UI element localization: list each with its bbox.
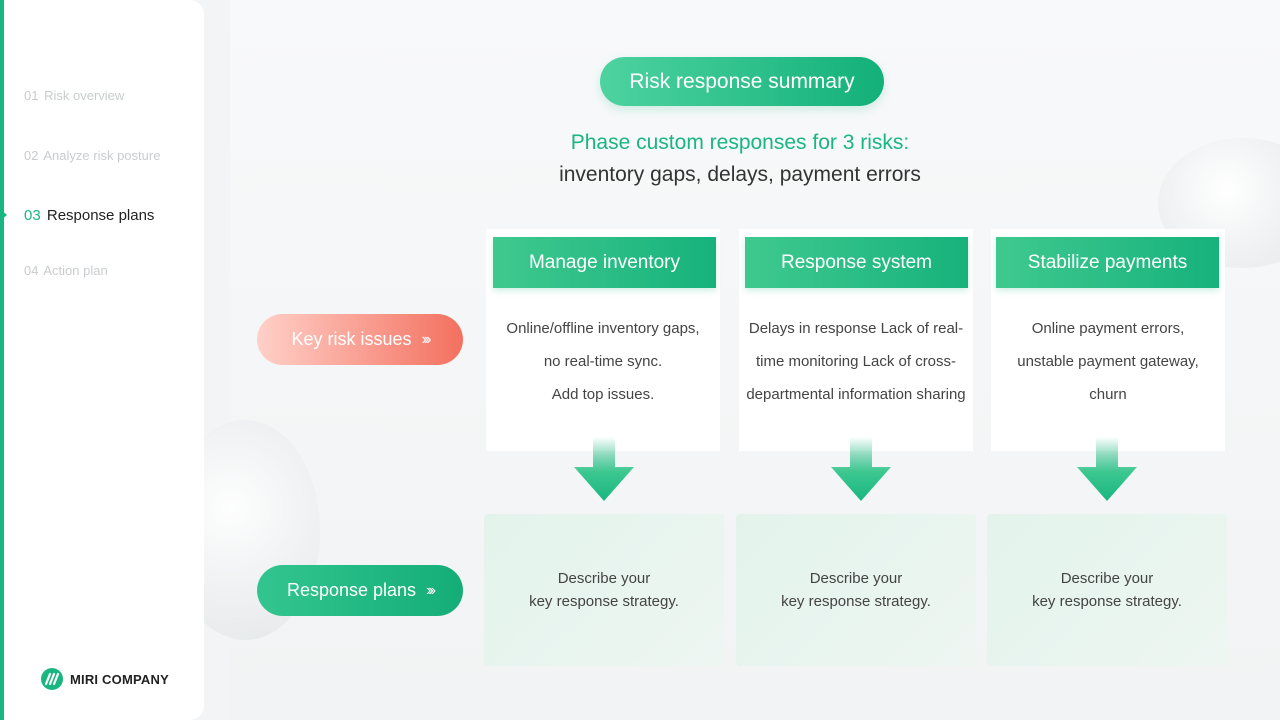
accent-bar xyxy=(0,0,4,720)
sidebar-item-risk-overview[interactable]: 01 Risk overview xyxy=(24,88,124,103)
pointer-triangle-icon xyxy=(0,209,7,221)
nav-number: 01 xyxy=(24,88,39,103)
plan-box-manage-inventory[interactable]: Describe your key response strategy. xyxy=(484,514,724,666)
nav-number: 02 xyxy=(24,148,39,163)
page-title-text: Risk response summary xyxy=(629,69,855,93)
column-header-manage-inventory: Manage inventory xyxy=(493,237,716,288)
down-arrow-icon xyxy=(831,437,891,501)
nav-label: Action plan xyxy=(43,263,108,278)
down-arrow-icon xyxy=(574,437,634,501)
plan-line: key response strategy. xyxy=(529,593,679,610)
column-title: Response system xyxy=(780,251,932,273)
nav-label: Risk overview xyxy=(44,88,125,103)
down-arrow-icon xyxy=(1077,437,1137,501)
plan-row-text: Response plans xyxy=(286,580,417,600)
response-plans-label: Response plans ››› xyxy=(257,565,463,616)
plan-box-response-system[interactable]: Describe your key response strategy. xyxy=(736,514,976,666)
nav-number: 04 xyxy=(24,263,39,278)
company-name: MIRI COMPANY xyxy=(70,671,169,687)
sidebar-item-response-plans[interactable]: 03 Response plans xyxy=(24,207,154,224)
issue-description: Online/offline inventory gaps, no real-t… xyxy=(486,312,720,411)
issue-line: churn xyxy=(1089,386,1127,403)
column-header-stabilize-payments: Stabilize payments xyxy=(996,237,1219,288)
plan-text: Describe your key response strategy. xyxy=(529,567,679,613)
leaf-logo-icon xyxy=(41,668,63,690)
issue-line: Delays in response Lack of real- xyxy=(748,320,964,337)
plan-line: Describe your xyxy=(1060,570,1154,587)
sidebar-item-action-plan[interactable]: 04 Action plan xyxy=(24,263,108,278)
issue-line: departmental information sharing xyxy=(746,386,966,403)
issue-line: time monitoring Lack of cross- xyxy=(755,353,957,370)
key-risk-issues-label: Key risk issues ››› xyxy=(257,314,463,365)
nav-label: Analyze risk posture xyxy=(43,148,161,163)
plan-text: Describe your key response strategy. xyxy=(781,567,931,613)
plan-line: key response strategy. xyxy=(1032,593,1182,610)
company-logo: MIRI COMPANY xyxy=(40,667,169,691)
plan-line: Describe your xyxy=(557,570,651,587)
sidebar-item-analyze-risk-posture[interactable]: 02 Analyze risk posture xyxy=(24,148,160,163)
column-header-response-system: Response system xyxy=(745,237,968,288)
plan-line: Describe your xyxy=(809,570,903,587)
plan-text: Describe your key response strategy. xyxy=(1032,567,1182,613)
column-title: Manage inventory xyxy=(528,251,681,273)
issue-line: no real-time sync. xyxy=(543,353,663,370)
issue-description: Online payment errors, unstable payment … xyxy=(991,312,1225,411)
sidebar: 01 Risk overview 02 Analyze risk posture… xyxy=(4,0,204,720)
issue-line: Online/offline inventory gaps, xyxy=(506,320,700,337)
issue-line: Online payment errors, xyxy=(1031,320,1185,337)
column-title: Stabilize payments xyxy=(1027,251,1188,273)
nav-number: 03 xyxy=(24,207,41,224)
plan-box-stabilize-payments[interactable]: Describe your key response strategy. xyxy=(987,514,1227,666)
risk-row-text: Key risk issues xyxy=(291,329,412,349)
chevrons-icon: ››› xyxy=(426,581,436,599)
issue-line: Add top issues. xyxy=(551,386,655,403)
issue-description: Delays in response Lack of real- time mo… xyxy=(739,312,973,411)
page-title: Risk response summary xyxy=(600,57,884,106)
subtitle-highlight: Phase custom responses for 3 risks: xyxy=(570,131,910,154)
chevrons-icon: ››› xyxy=(421,330,432,348)
issue-line: unstable payment gateway, xyxy=(1017,353,1199,370)
plan-line: key response strategy. xyxy=(781,593,931,610)
subtitle-detail: inventory gaps, delays, payment errors xyxy=(559,163,921,186)
nav-label: Response plans xyxy=(46,207,155,224)
